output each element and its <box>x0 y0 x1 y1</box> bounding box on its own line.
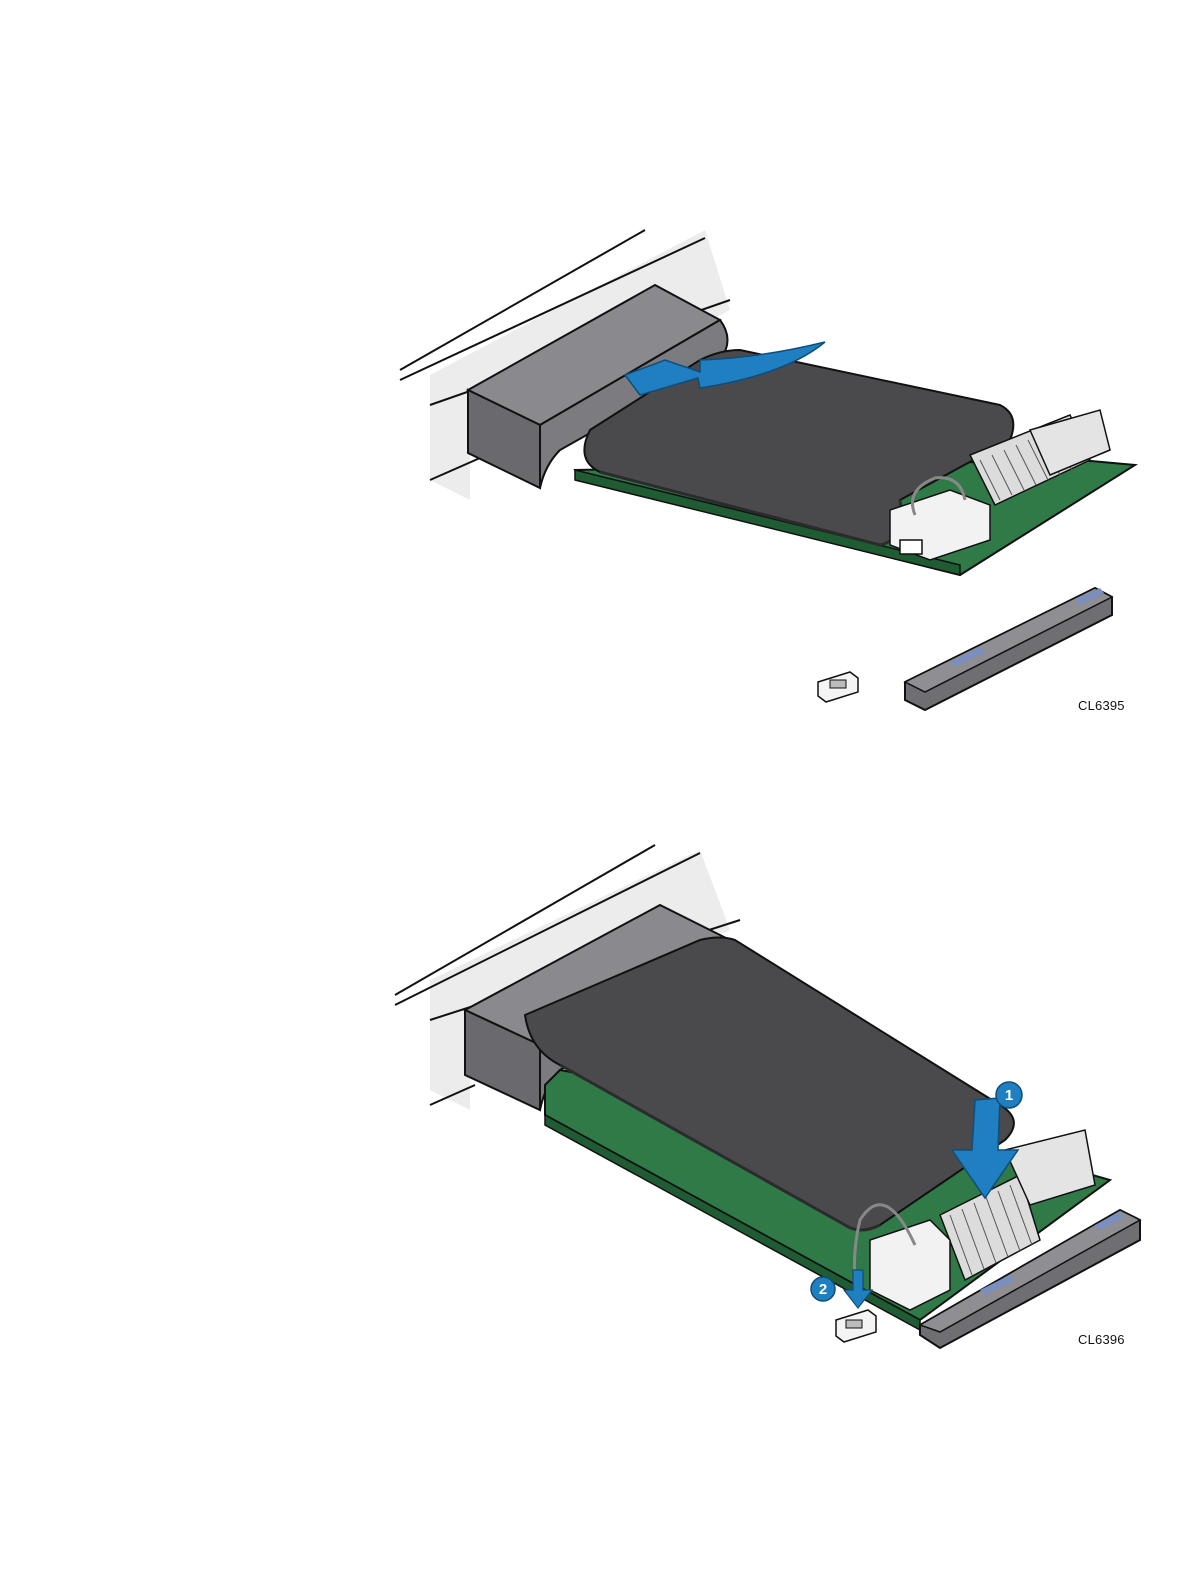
battery-seat-illustration: 1 2 <box>0 820 1191 1380</box>
cable-connector <box>836 1310 876 1342</box>
callout-1-badge: 1 <box>996 1082 1022 1108</box>
callout-1-number: 1 <box>1005 1087 1013 1104</box>
callout-2-number: 2 <box>819 1281 827 1298</box>
battery-insert-illustration <box>0 200 1191 740</box>
cable-connector <box>818 672 858 702</box>
figure-code-label: CL6396 <box>1078 1332 1125 1347</box>
figure-battery-seat: 1 2 CL6396 <box>0 820 1191 1380</box>
figure-code-label: CL6395 <box>1078 698 1125 713</box>
figure-battery-insert: CL6395 <box>0 200 1191 740</box>
callout-2-badge: 2 <box>811 1277 835 1301</box>
retention-clip <box>905 588 1112 710</box>
